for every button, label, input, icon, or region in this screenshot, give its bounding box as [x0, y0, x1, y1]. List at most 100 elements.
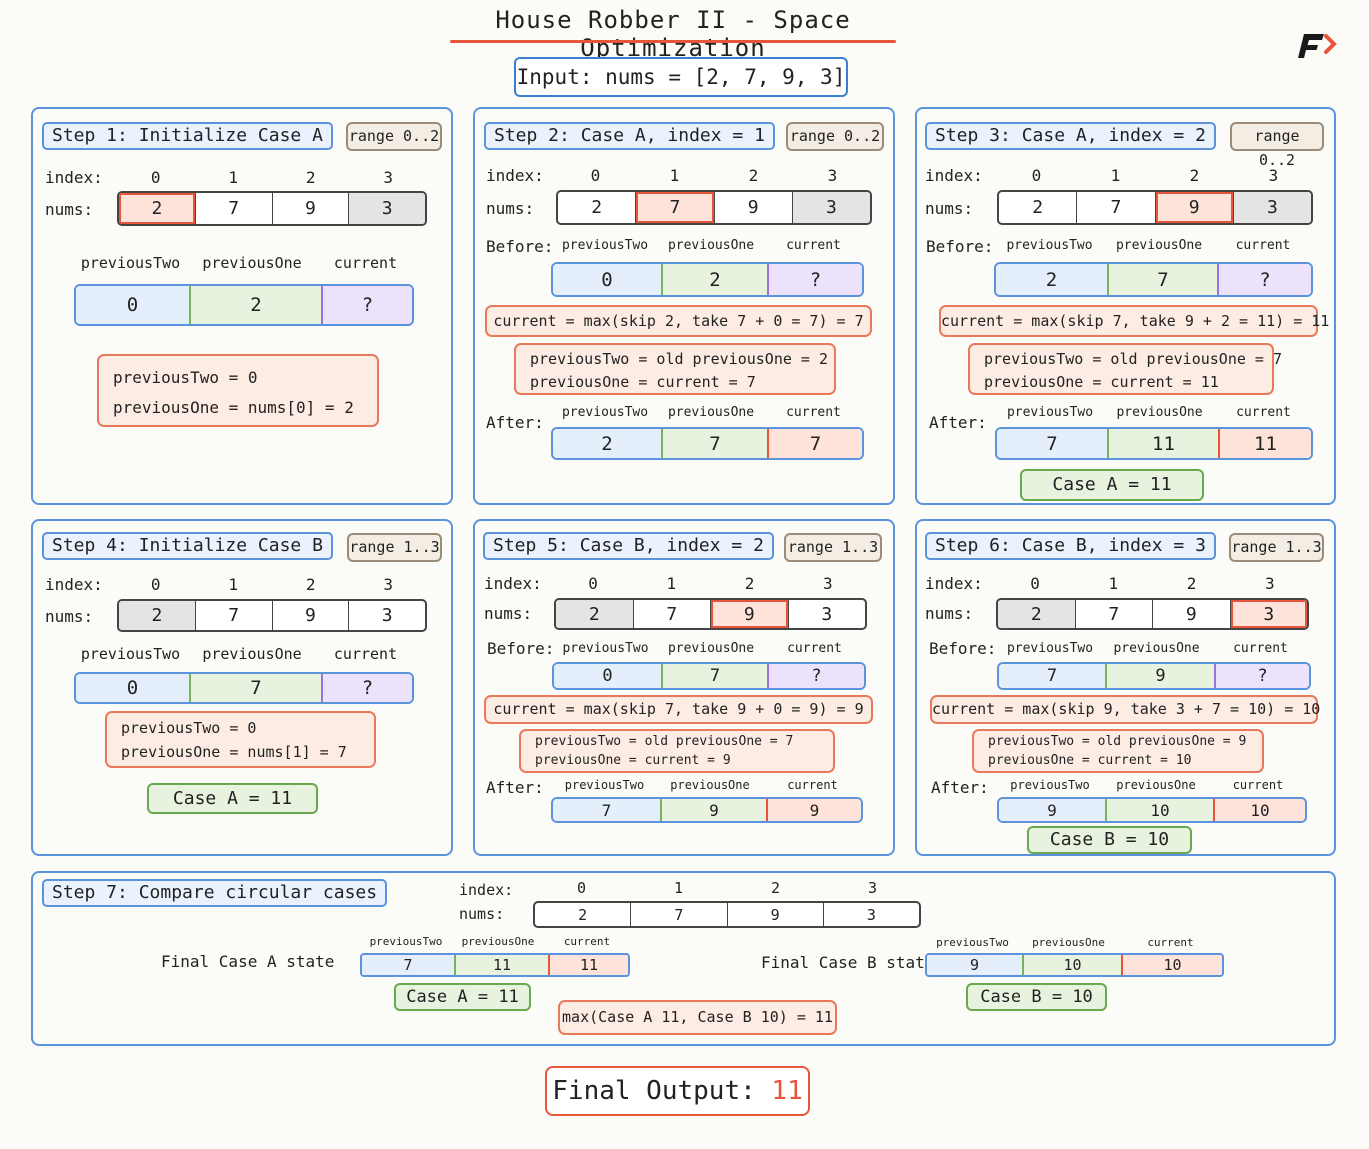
prev-two-value: 0: [554, 664, 661, 688]
formula-box: current = max(skip 2, take 7 + 0 = 7) = …: [485, 305, 872, 337]
array-cell: 2: [999, 192, 1078, 223]
nums-label: nums:: [484, 604, 533, 623]
prev-two-value: 7: [362, 955, 454, 975]
index-label: index:: [484, 574, 542, 593]
after-vars: 2 7 7: [551, 427, 864, 460]
array-cell: 7: [196, 601, 273, 630]
note-line: previousOne = current = 10: [988, 753, 1192, 768]
vars-row: 0 7 ?: [74, 672, 414, 704]
current-header: current: [786, 238, 841, 253]
index-cell: 0: [1031, 166, 1042, 185]
after-label: After:: [929, 413, 987, 432]
case-a-result: Case A = 11: [394, 983, 531, 1011]
current-header: current: [1233, 641, 1288, 656]
prev-one-value: 7: [189, 674, 321, 702]
after-label: After:: [486, 778, 544, 797]
array-cell: 2: [535, 903, 632, 926]
index-label: index:: [486, 166, 544, 185]
array-cell: 9: [711, 600, 789, 628]
before-headers: previousTwo previousOne current: [552, 641, 866, 656]
brand-logo-icon: [1290, 28, 1342, 62]
nums-array: 2 7 9 3: [554, 598, 867, 630]
prev-two-value: 0: [76, 286, 189, 324]
formula-box: current = max(skip 7, take 9 + 2 = 11) =…: [939, 305, 1329, 337]
array-cell: 9: [1153, 600, 1231, 628]
prev-one-value: 9: [1105, 664, 1214, 688]
final-case-a-label: Final Case A state: [161, 952, 335, 971]
formula-box: current = max(skip 7, take 9 + 0 = 9) = …: [484, 695, 873, 724]
after-vars: 7 11 11: [995, 427, 1313, 460]
prev-one-header: previousOne: [202, 645, 302, 663]
prev-two-value: 9: [927, 955, 1022, 975]
update-note: previousTwo = 0 previousOne = nums[1] = …: [105, 711, 376, 768]
final-output-label: Final Output:: [552, 1076, 756, 1106]
before-headers: previousTwo previousOne current: [994, 238, 1313, 253]
final-output-box: Final Output: 11: [545, 1066, 810, 1116]
index-cell: 2: [770, 879, 781, 897]
current-value: 10: [1121, 955, 1222, 975]
before-label: Before:: [486, 237, 554, 256]
prev-one-value: 7: [661, 664, 767, 688]
prev-two-value: 7: [553, 799, 660, 821]
case-b-result: Case B = 10: [1027, 826, 1192, 854]
final-b-vars: 9 10 10: [925, 953, 1224, 977]
prev-two-header: previousTwo: [1010, 778, 1090, 792]
note-line: previousOne = nums[0] = 2: [113, 398, 354, 417]
note-line: previousOne = current = 11: [984, 373, 1219, 391]
index-cell: 2: [748, 166, 759, 185]
array-cell: 9: [1155, 192, 1234, 223]
step-3-label: Step 3: Case A, index = 2: [925, 122, 1216, 150]
current-value: ?: [767, 264, 862, 295]
index-label: index:: [45, 168, 103, 187]
prev-two-header: previousTwo: [1006, 641, 1094, 656]
final-a-vars: 7 11 11: [360, 953, 630, 977]
current-header: current: [1147, 936, 1194, 949]
nums-label: nums:: [45, 200, 94, 219]
prev-two-header: previousTwo: [561, 238, 649, 253]
nums-array: 2 7 9 3: [556, 190, 872, 225]
after-headers: previousTwo previousOne current: [551, 405, 864, 420]
before-vars: 0 2 ?: [551, 262, 864, 297]
array-cell: 3: [1233, 192, 1311, 223]
current-value: ?: [767, 664, 864, 688]
case-a-result: Case A = 11: [147, 783, 318, 814]
current-header: current: [787, 778, 838, 792]
step-5-label: Step 5: Case B, index = 2: [483, 532, 774, 560]
note-line: previousOne = current = 9: [535, 753, 731, 768]
vars-row: 0 2 ?: [74, 284, 414, 326]
index-cell: 1: [228, 575, 239, 594]
step-2-range: range 0..2: [786, 122, 884, 151]
current-header: current: [563, 935, 611, 948]
after-label: After:: [486, 413, 544, 432]
before-vars: 2 7 ?: [994, 262, 1313, 297]
prev-one-header: previousOne: [461, 935, 535, 948]
case-a-result: Case A = 11: [1020, 469, 1204, 501]
current-header: current: [787, 641, 842, 656]
index-row: 0 1 2 3: [556, 166, 872, 185]
after-headers: previousTwo previousOne current: [995, 405, 1313, 420]
note-line: previousTwo = old previousOne = 7: [535, 734, 794, 749]
update-note: previousTwo = old previousOne = 7 previo…: [519, 729, 835, 773]
current-value: 11: [1218, 429, 1311, 458]
current-value: ?: [1214, 664, 1309, 688]
before-label: Before:: [487, 639, 555, 658]
array-cell: 3: [349, 193, 425, 224]
current-value: 11: [548, 955, 628, 975]
array-cell: 7: [1077, 192, 1156, 223]
index-cell: 3: [1265, 574, 1275, 593]
index-cell: 0: [576, 879, 587, 897]
note-line: previousTwo = old previousOne = 2: [530, 350, 829, 368]
current-header: current: [1232, 778, 1284, 792]
current-header: current: [333, 645, 398, 663]
index-row: 0 1 2 3: [533, 879, 921, 897]
title-underline: [450, 40, 896, 43]
prev-two-value: 7: [997, 429, 1107, 458]
page-title: House Robber II - Space Optimization: [495, 6, 851, 62]
prev-one-value: 7: [661, 429, 767, 458]
note-line: previousOne = nums[1] = 7: [121, 743, 347, 761]
array-cell: 2: [556, 600, 634, 628]
after-label: After:: [931, 778, 989, 797]
index-cell: 2: [305, 168, 316, 187]
index-cell: 0: [150, 168, 161, 187]
current-header: current: [1235, 238, 1291, 253]
